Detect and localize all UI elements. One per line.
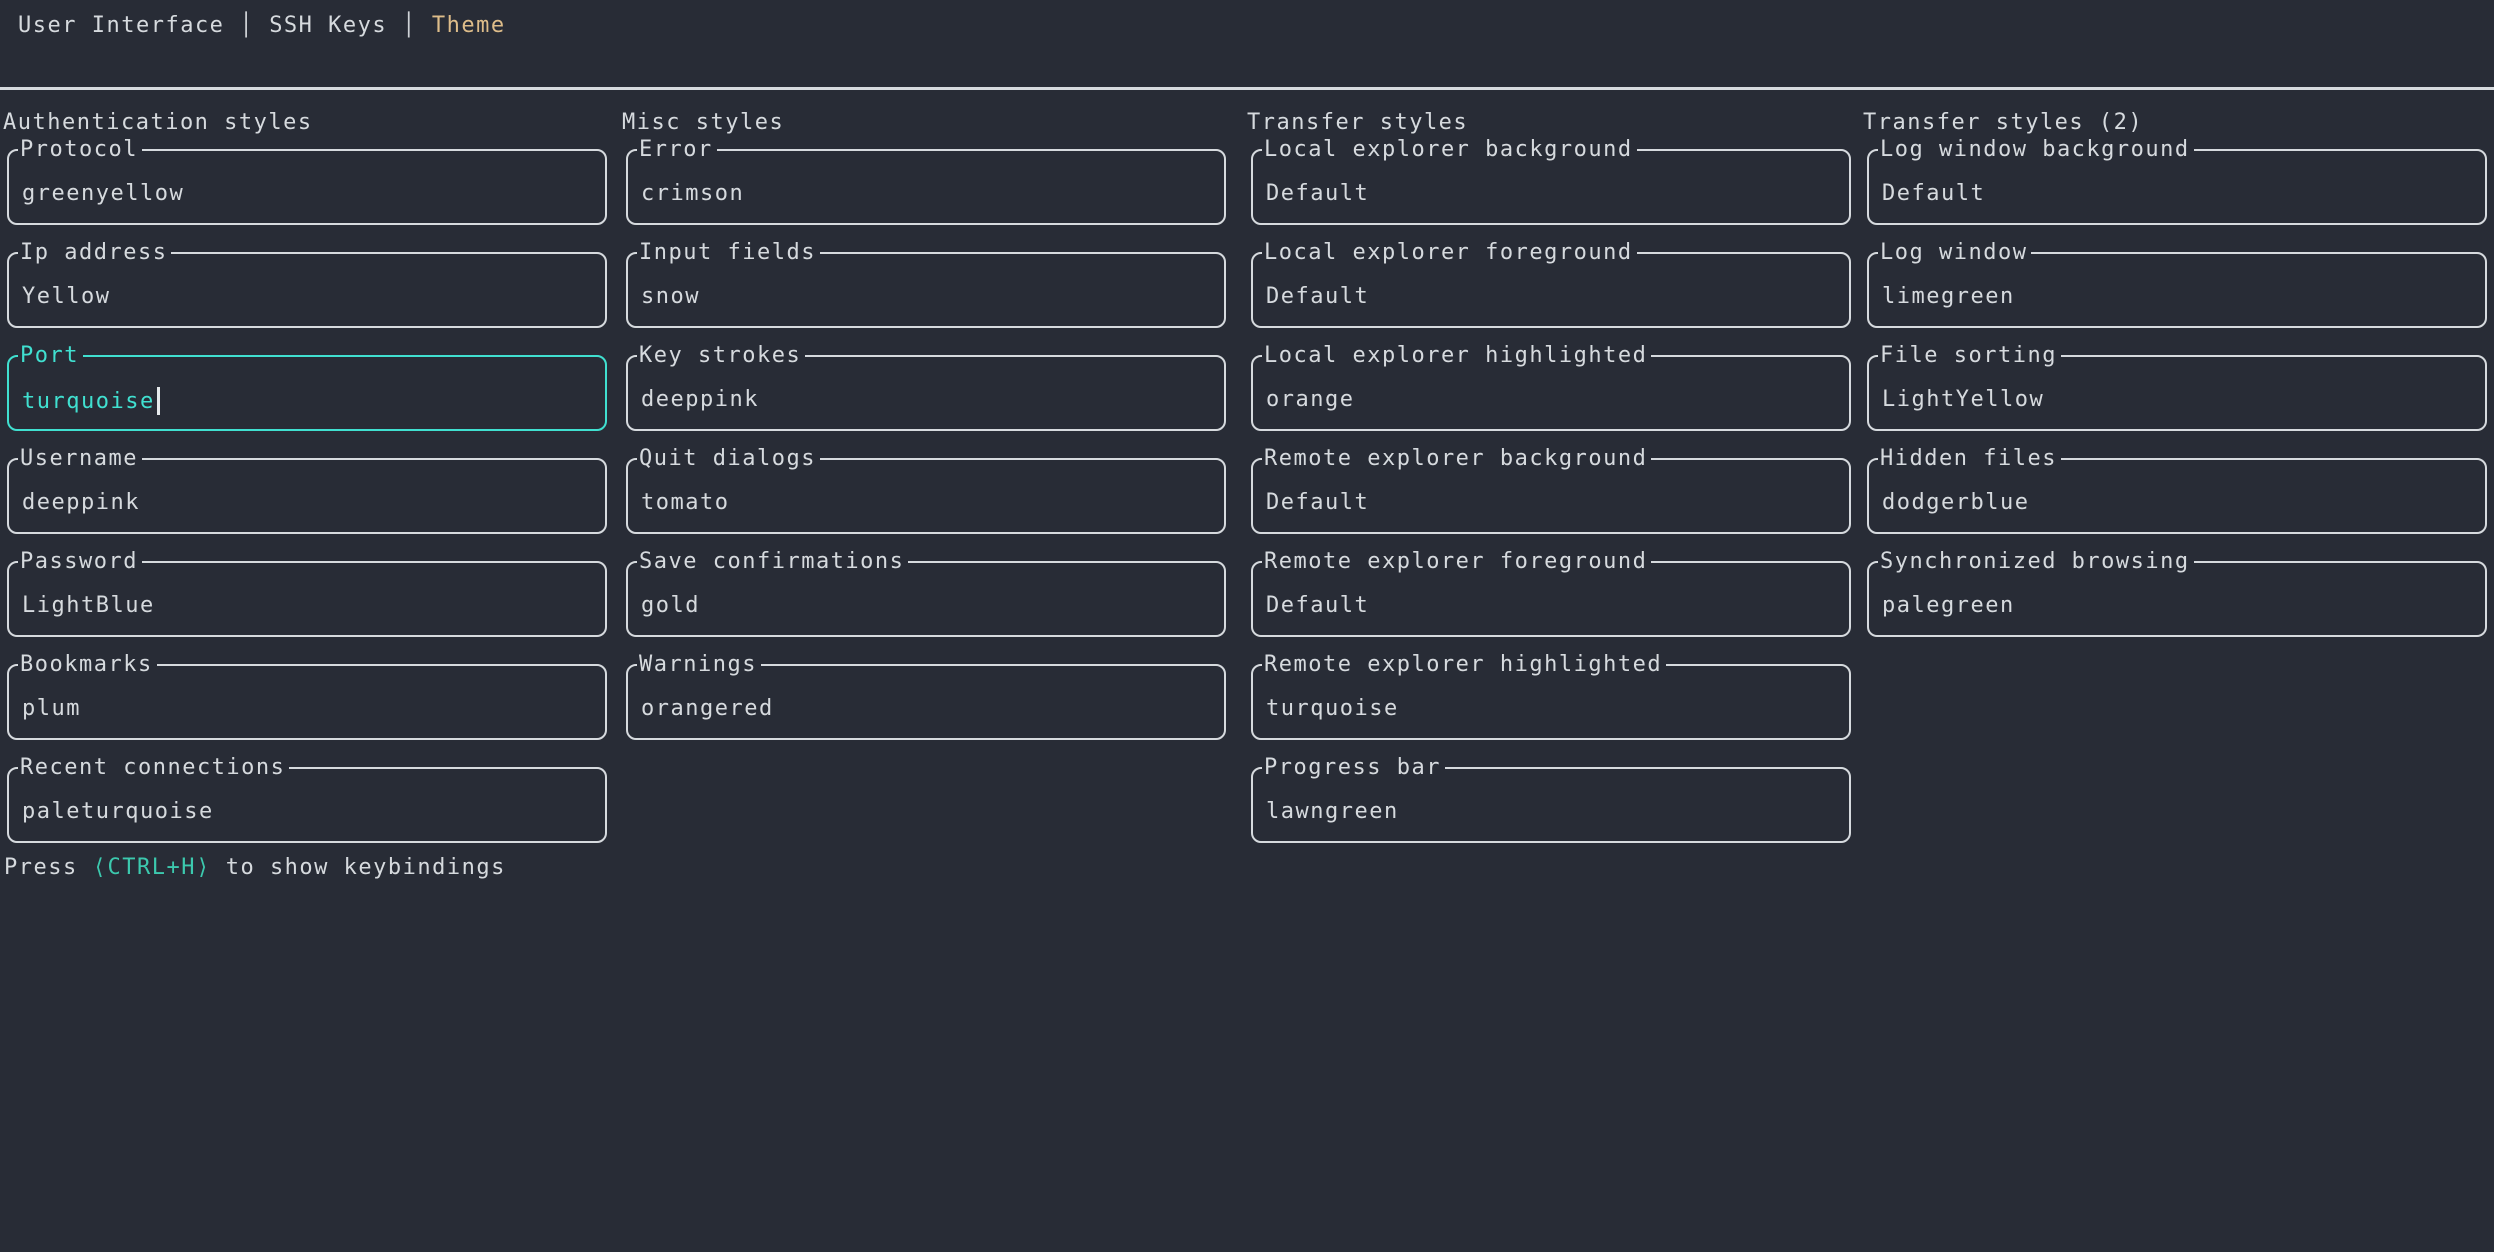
field-value: Yellow bbox=[22, 284, 111, 309]
field-key-strokes[interactable]: Key strokes deeppink bbox=[626, 343, 1226, 431]
section-authentication-styles: Authentication styles Protocol greenyell… bbox=[3, 110, 611, 870]
field-value: orange bbox=[1266, 387, 1355, 412]
field-value: Default bbox=[1882, 181, 1986, 206]
field-label: Quit dialogs bbox=[637, 446, 820, 472]
field-label: Port bbox=[18, 343, 83, 369]
field-label: Synchronized browsing bbox=[1878, 549, 2194, 575]
field-label: Bookmarks bbox=[18, 652, 157, 678]
field-label: Username bbox=[18, 446, 142, 472]
field-label: Local explorer foreground bbox=[1262, 240, 1637, 266]
field-username[interactable]: Username deeppink bbox=[7, 446, 607, 534]
field-bookmarks[interactable]: Bookmarks plum bbox=[7, 652, 607, 740]
field-value: Default bbox=[1266, 593, 1370, 618]
field-remote-explorer-foreground[interactable]: Remote explorer foreground Default bbox=[1251, 549, 1851, 637]
field-value: dodgerblue bbox=[1882, 490, 2030, 515]
field-value: Default bbox=[1266, 284, 1370, 309]
header-divider bbox=[0, 87, 2494, 90]
field-label: Ip address bbox=[18, 240, 172, 266]
field-label: Log window background bbox=[1878, 137, 2194, 163]
field-value: LightBlue bbox=[22, 593, 155, 618]
field-remote-explorer-background[interactable]: Remote explorer background Default bbox=[1251, 446, 1851, 534]
section-title: Misc styles bbox=[622, 110, 785, 135]
field-label: Hidden files bbox=[1878, 446, 2061, 472]
field-label: File sorting bbox=[1878, 343, 2061, 369]
field-value: lawngreen bbox=[1266, 799, 1399, 824]
field-error[interactable]: Error crimson bbox=[626, 137, 1226, 225]
field-remote-explorer-highlighted[interactable]: Remote explorer highlighted turquoise bbox=[1251, 652, 1851, 740]
field-log-window[interactable]: Log window limegreen bbox=[1867, 240, 2487, 328]
field-label: Protocol bbox=[18, 137, 142, 163]
field-local-explorer-foreground[interactable]: Local explorer foreground Default bbox=[1251, 240, 1851, 328]
field-value: tomato bbox=[641, 490, 730, 515]
field-value: crimson bbox=[641, 181, 745, 206]
ctrl-h-keybinding: ⟨CTRL+H⟩ bbox=[92, 855, 211, 880]
field-value: turquoise bbox=[22, 387, 160, 415]
tab-ssh-keys[interactable]: SSH Keys bbox=[269, 13, 388, 38]
tab-bar: User Interface │ SSH Keys │ Theme bbox=[18, 12, 506, 40]
field-value: LightYellow bbox=[1882, 387, 2045, 412]
field-label: Save confirmations bbox=[637, 549, 909, 575]
field-label: Local explorer highlighted bbox=[1262, 343, 1652, 369]
tab-separator: │ bbox=[239, 13, 255, 38]
field-value-text: turquoise bbox=[22, 389, 155, 414]
section-title: Authentication styles bbox=[3, 110, 313, 135]
field-warnings[interactable]: Warnings orangered bbox=[626, 652, 1226, 740]
keybindings-hint: Press ⟨CTRL+H⟩ to show keybindings bbox=[4, 854, 506, 882]
field-label: Recent connections bbox=[18, 755, 290, 781]
tab-separator: │ bbox=[402, 13, 417, 38]
section-misc-styles: Misc styles Error crimson Input fields s… bbox=[622, 110, 1230, 767]
field-value: paleturquoise bbox=[22, 799, 214, 824]
field-label: Remote explorer background bbox=[1262, 446, 1652, 472]
section-transfer-styles: Transfer styles Local explorer backgroun… bbox=[1247, 110, 1855, 870]
field-port[interactable]: Port turquoise bbox=[7, 343, 607, 431]
field-value: Default bbox=[1266, 181, 1370, 206]
field-label: Remote explorer foreground bbox=[1262, 549, 1652, 575]
field-hidden-files[interactable]: Hidden files dodgerblue bbox=[1867, 446, 2487, 534]
field-password[interactable]: Password LightBlue bbox=[7, 549, 607, 637]
field-local-explorer-background[interactable]: Local explorer background Default bbox=[1251, 137, 1851, 225]
field-protocol[interactable]: Protocol greenyellow bbox=[7, 137, 607, 225]
field-input-fields[interactable]: Input fields snow bbox=[626, 240, 1226, 328]
section-title: Transfer styles bbox=[1247, 110, 1469, 135]
field-label: Log window bbox=[1878, 240, 2032, 266]
field-value: orangered bbox=[641, 696, 774, 721]
section-transfer-styles-2: Transfer styles (2) Log window backgroun… bbox=[1863, 110, 2491, 664]
field-log-window-background[interactable]: Log window background Default bbox=[1867, 137, 2487, 225]
field-file-sorting[interactable]: File sorting LightYellow bbox=[1867, 343, 2487, 431]
field-value: plum bbox=[22, 696, 81, 721]
field-recent-connections[interactable]: Recent connections paleturquoise bbox=[7, 755, 607, 843]
field-local-explorer-highlighted[interactable]: Local explorer highlighted orange bbox=[1251, 343, 1851, 431]
field-label: Error bbox=[637, 137, 717, 163]
field-progress-bar[interactable]: Progress bar lawngreen bbox=[1251, 755, 1851, 843]
tab-theme[interactable]: Theme bbox=[431, 13, 506, 38]
field-value: deeppink bbox=[22, 490, 140, 515]
field-label: Warnings bbox=[637, 652, 761, 678]
field-label: Progress bar bbox=[1262, 755, 1445, 781]
hint-suffix: to show keybindings bbox=[225, 855, 506, 880]
field-value: gold bbox=[641, 593, 700, 618]
field-save-confirmations[interactable]: Save confirmations gold bbox=[626, 549, 1226, 637]
field-label: Input fields bbox=[637, 240, 820, 266]
section-title: Transfer styles (2) bbox=[1863, 110, 2144, 135]
field-quit-dialogs[interactable]: Quit dialogs tomato bbox=[626, 446, 1226, 534]
text-cursor bbox=[156, 387, 160, 415]
field-value: greenyellow bbox=[22, 181, 185, 206]
field-label: Remote explorer highlighted bbox=[1262, 652, 1667, 678]
field-value: palegreen bbox=[1882, 593, 2015, 618]
field-label: Key strokes bbox=[637, 343, 806, 369]
field-label: Password bbox=[18, 549, 142, 575]
field-value: Default bbox=[1266, 490, 1370, 515]
hint-prefix: Press bbox=[4, 855, 78, 880]
field-synchronized-browsing[interactable]: Synchronized browsing palegreen bbox=[1867, 549, 2487, 637]
field-label: Local explorer background bbox=[1262, 137, 1637, 163]
field-ip-address[interactable]: Ip address Yellow bbox=[7, 240, 607, 328]
field-value: limegreen bbox=[1882, 284, 2015, 309]
field-value: turquoise bbox=[1266, 696, 1399, 721]
tab-user-interface[interactable]: User Interface bbox=[18, 13, 225, 38]
field-value: snow bbox=[641, 284, 700, 309]
field-value: deeppink bbox=[641, 387, 759, 412]
